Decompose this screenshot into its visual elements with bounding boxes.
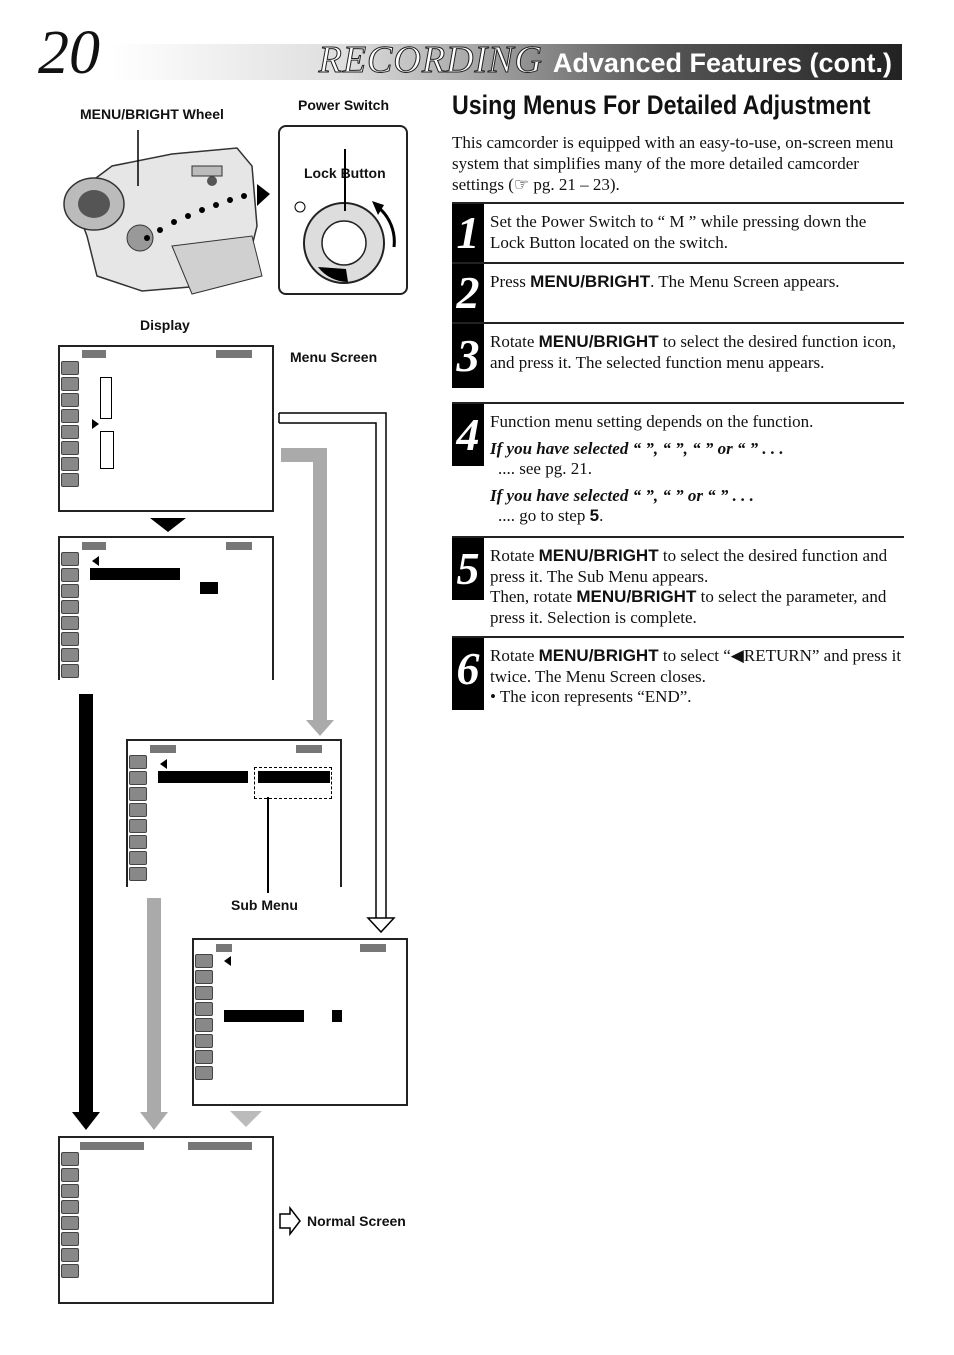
step-4: 4 Function menu setting depends on the f… (452, 402, 904, 538)
step-text: Rotate MENU/BRIGHT to select the desired… (490, 546, 888, 627)
menu-screen-label: Menu Screen (290, 349, 378, 365)
outline-arrow-icon (279, 1206, 301, 1236)
header-title: RECORDING Advanced Features (cont.) (318, 38, 892, 82)
condition-2: If you have selected “ ”, “ ” or “ ” . .… (490, 485, 754, 505)
page-number: 20 (38, 19, 100, 87)
step-text: Rotate MENU/BRIGHT to select the desired… (490, 332, 897, 372)
normal-screen (58, 1136, 274, 1304)
step-text: Press MENU/BRIGHT. The Menu Screen appea… (490, 272, 840, 291)
step-1: 1 Set the Power Switch to “ M ” while pr… (452, 202, 904, 264)
step-number: 1 (452, 204, 484, 264)
return-flow-arrow (79, 694, 93, 1114)
step-number: 4 (452, 404, 484, 466)
function-menu-screen (58, 536, 274, 680)
power-dial-icon (294, 201, 396, 284)
down-arrow-icon (150, 518, 186, 532)
display-label: Display (140, 317, 190, 333)
arrow-icon (257, 184, 270, 206)
flow-arrows (278, 412, 396, 934)
section-title: Using Menus For Detailed Adjustment (452, 90, 871, 120)
step-3: 3 Rotate MENU/BRIGHT to select the desir… (452, 322, 904, 404)
intro-paragraph: This camcorder is equipped with an easy-… (452, 133, 894, 194)
menu-screen (58, 345, 274, 512)
camcorder-illustration (63, 130, 270, 295)
return-flow-arrow-gray (147, 898, 161, 1112)
section-name: RECORDING (318, 39, 543, 82)
sub-menu-screen (126, 739, 342, 887)
section-subtitle: Advanced Features (cont.) (552, 48, 892, 78)
sub-menu-label: Sub Menu (231, 897, 298, 913)
step-text: Rotate MENU/BRIGHT to select “◀RETURN” a… (490, 646, 902, 706)
step-6: 6 Rotate MENU/BRIGHT to select “◀RETURN”… (452, 636, 904, 710)
condition-1: If you have selected “ ”, “ ”, “ ” or “ … (490, 438, 784, 458)
step-text: Set the Power Switch to “ M ” while pres… (490, 212, 867, 252)
step-number: 6 (452, 638, 484, 710)
power-switch-inset: Lock Button (278, 125, 408, 295)
step-number: 5 (452, 538, 484, 600)
step-number: 2 (452, 264, 484, 322)
menu-wheel-label: MENU/BRIGHT Wheel (80, 106, 224, 122)
down-arrow-icon (230, 1111, 262, 1127)
normal-screen-label: Normal Screen (307, 1213, 406, 1229)
sub-menu-pointer (267, 797, 269, 893)
setting-screen (192, 938, 408, 1106)
power-switch-label: Power Switch (298, 97, 390, 113)
header-bar (112, 44, 902, 80)
step-5: 5 Rotate MENU/BRIGHT to select the desir… (452, 536, 904, 638)
step-2: 2 Press MENU/BRIGHT. The Menu Screen app… (452, 262, 904, 324)
step-number: 3 (452, 324, 484, 388)
step-text: Function menu setting depends on the fun… (490, 412, 902, 527)
